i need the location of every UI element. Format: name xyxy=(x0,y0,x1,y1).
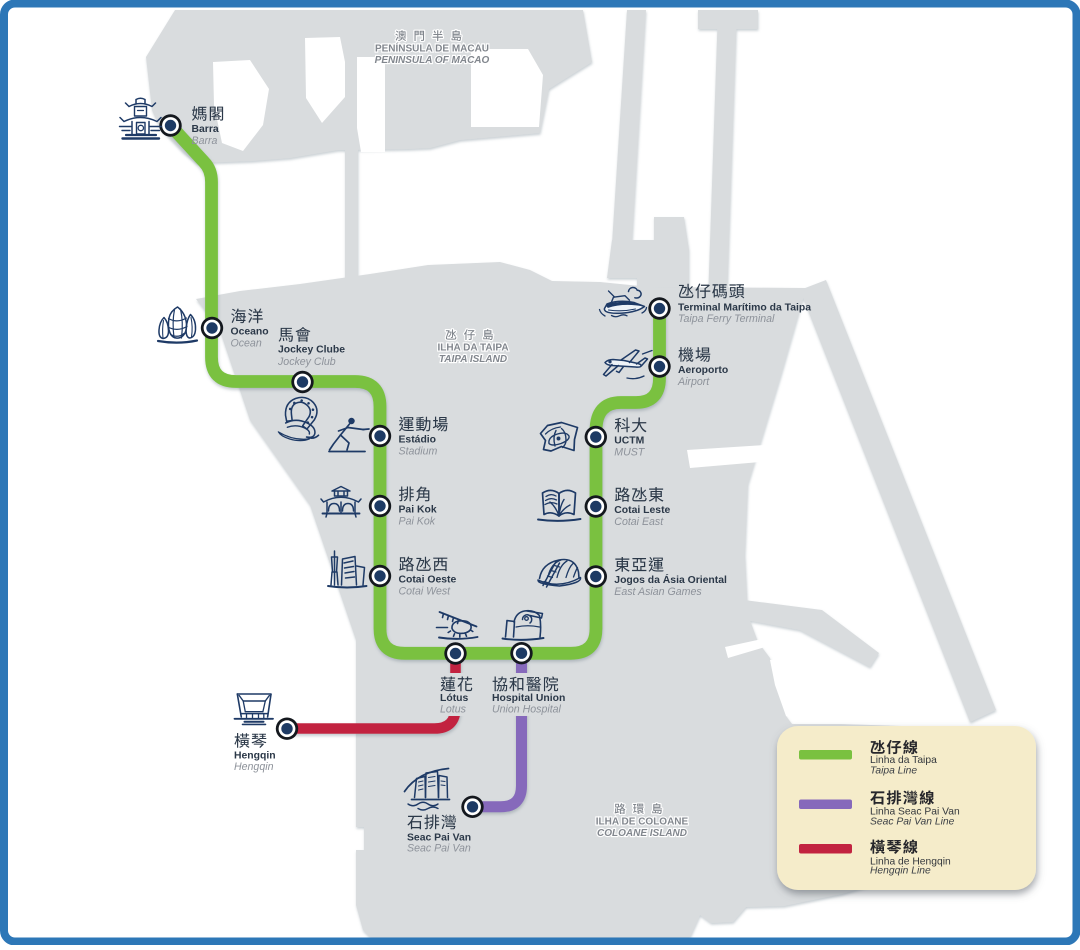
svg-text:Estádio: Estádio xyxy=(399,435,437,446)
svg-text:Hengqin Line: Hengqin Line xyxy=(870,866,931,877)
svg-text:PENÍNSULA DE MACAU: PENÍNSULA DE MACAU xyxy=(375,41,489,54)
svg-text:Jockey Club: Jockey Club xyxy=(277,356,336,368)
svg-text:Cotai Oeste: Cotai Oeste xyxy=(399,575,457,586)
svg-text:Lótus: Lótus xyxy=(440,693,469,704)
svg-text:Seac Pai Van: Seac Pai Van xyxy=(407,833,471,844)
svg-text:Cotai West: Cotai West xyxy=(399,586,452,598)
svg-text:Union Hospital: Union Hospital xyxy=(492,704,562,716)
svg-text:Ocean: Ocean xyxy=(231,338,262,350)
svg-text:Jogos da Ásia Oriental: Jogos da Ásia Oriental xyxy=(614,573,727,586)
svg-text:UCTM: UCTM xyxy=(614,436,644,447)
svg-text:Terminal Marítimo da Taipa: Terminal Marítimo da Taipa xyxy=(678,303,811,314)
svg-text:Taipa Line: Taipa Line xyxy=(870,766,917,777)
svg-text:Jockey Clube: Jockey Clube xyxy=(278,345,345,356)
svg-text:Seac Pai Van Line: Seac Pai Van Line xyxy=(870,816,955,827)
svg-text:Barra: Barra xyxy=(192,124,219,135)
svg-text:Lotus: Lotus xyxy=(440,704,467,716)
svg-text:MUST: MUST xyxy=(614,447,646,459)
svg-text:Seac Pai Van: Seac Pai Van xyxy=(407,843,471,855)
svg-text:Pai Kok: Pai Kok xyxy=(399,505,437,516)
svg-text:Pai Kok: Pai Kok xyxy=(399,516,436,528)
svg-text:Hengqin: Hengqin xyxy=(234,751,276,762)
svg-text:TAIPA ISLAND: TAIPA ISLAND xyxy=(439,354,507,365)
svg-text:Taipa Ferry Terminal: Taipa Ferry Terminal xyxy=(678,313,775,325)
svg-text:Hengqin: Hengqin xyxy=(234,761,274,773)
svg-text:Linha de Hengqin: Linha de Hengqin xyxy=(870,857,951,868)
svg-text:Linha da Taipa: Linha da Taipa xyxy=(870,755,937,766)
svg-text:Aeroporto: Aeroporto xyxy=(678,365,728,376)
svg-text:Airport: Airport xyxy=(677,376,710,388)
svg-text:ILHA DE COLOANE: ILHA DE COLOANE xyxy=(596,816,689,827)
svg-text:Barra: Barra xyxy=(192,135,218,147)
svg-text:COLOANE ISLAND: COLOANE ISLAND xyxy=(597,828,687,839)
svg-text:Hospital Union: Hospital Union xyxy=(492,693,565,704)
svg-text:Cotai Leste: Cotai Leste xyxy=(614,505,670,516)
svg-text:ILHA DA TAIPA: ILHA DA TAIPA xyxy=(437,342,508,353)
svg-text:Oceano: Oceano xyxy=(231,327,269,338)
svg-text:Cotai East: Cotai East xyxy=(614,516,664,528)
svg-text:Linha Seac Pai Van: Linha Seac Pai Van xyxy=(870,806,960,817)
svg-text:Stadium: Stadium xyxy=(399,446,438,458)
svg-text:East Asian Games: East Asian Games xyxy=(614,586,702,598)
svg-text:PENINSULA OF MACAO: PENINSULA OF MACAO xyxy=(375,55,490,66)
